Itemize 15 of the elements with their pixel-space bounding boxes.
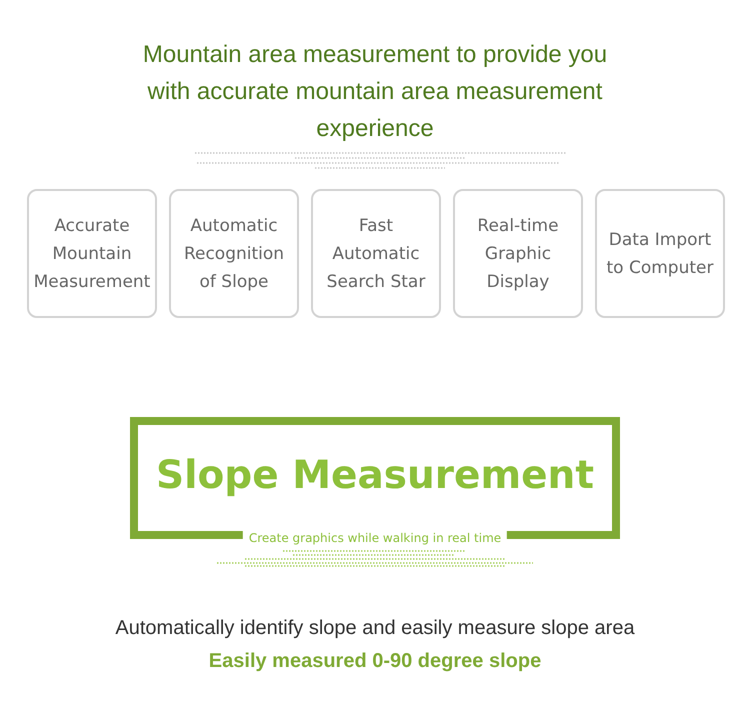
feature-card: [169, 189, 299, 318]
frame-subtitle: Create graphics while walking in real time: [242, 531, 508, 545]
title: Mountain area measurement to provide you with accurate mountain area measurement experience: [142, 40, 608, 144]
card-text: Automatic Recognition of Slope: [182, 214, 286, 294]
feature-card: [595, 189, 725, 318]
card-text: Data Import to Computer: [606, 228, 714, 280]
description-text: Automatically identify slope and easily measure slope area: [114, 617, 636, 640]
highlight-text: Easily measured 0-90 degree slope: [208, 650, 542, 673]
card-text: Accurate Mountain Measurement: [33, 214, 151, 294]
feature-card: [311, 189, 441, 318]
card-text: Fast Automatic Search Star: [326, 214, 426, 294]
card-text: Real-time Graphic Display: [476, 214, 560, 294]
feature-card: [453, 189, 583, 318]
frame-heading: Slope Measurement: [155, 453, 595, 498]
feature-card: [27, 189, 157, 318]
